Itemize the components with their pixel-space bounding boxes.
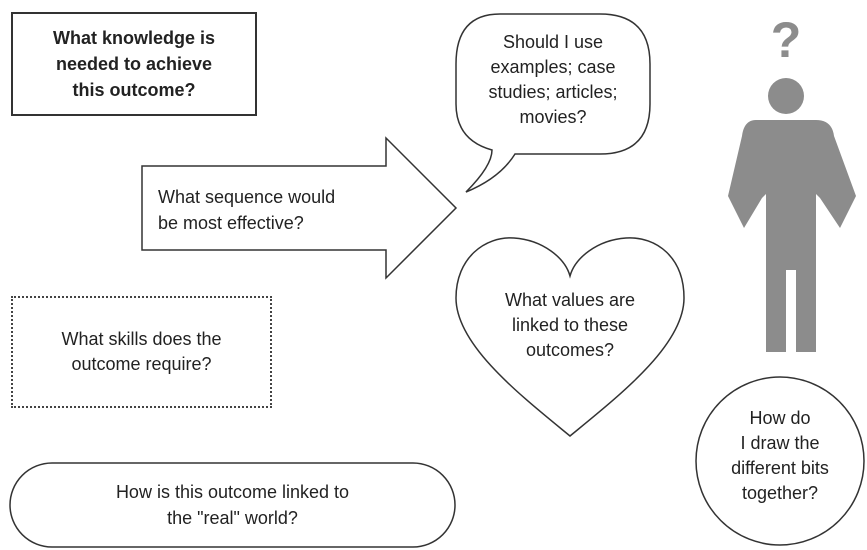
- person-body: [728, 120, 856, 352]
- examples-line: movies?: [519, 107, 587, 127]
- examples-text: Should I use examples; case studies; art…: [465, 30, 641, 130]
- real-world-text: How is this outcome linked to the "real"…: [60, 479, 405, 531]
- values-heart-shape: [455, 237, 685, 437]
- sequence-arrow-shape: [141, 136, 458, 280]
- real-world-line: the "real" world?: [167, 508, 298, 528]
- skills-text: What skills does the outcome require?: [32, 327, 252, 377]
- examples-speech-bubble-shape: [455, 13, 651, 193]
- examples-line: Should I use: [502, 32, 604, 52]
- skills-box: What skills does the outcome require?: [11, 296, 272, 408]
- person-head: [768, 78, 804, 114]
- skills-line: What skills does the: [61, 329, 222, 349]
- values-text: What values are linked to these outcomes…: [475, 288, 665, 363]
- values-line: linked to these: [511, 315, 629, 335]
- question-mark: ?: [770, 12, 802, 68]
- skills-line: outcome require?: [71, 354, 212, 374]
- examples-line: examples; case: [490, 57, 616, 77]
- knowledge-box: What knowledge is needed to achieve this…: [11, 12, 257, 116]
- sequence-text: What sequence would be most effective?: [158, 184, 398, 236]
- draw-together-text: How do I draw the different bits togethe…: [705, 406, 855, 506]
- knowledge-text: What knowledge is needed to achieve this…: [29, 25, 239, 103]
- person-figure: [728, 78, 856, 352]
- real-world-line: How is this outcome linked to: [115, 482, 350, 502]
- sequence-line: What sequence would: [158, 187, 336, 207]
- knowledge-line: What knowledge is: [52, 28, 216, 48]
- draw-together-line: I draw the: [740, 433, 820, 453]
- knowledge-line: this outcome?: [72, 80, 196, 100]
- sequence-line: be most effective?: [158, 213, 304, 233]
- draw-together-circle-shape: [695, 376, 865, 546]
- real-world-pill-shape: [9, 462, 456, 548]
- values-line: outcomes?: [525, 340, 615, 360]
- draw-together-line: together?: [741, 483, 819, 503]
- draw-together-line: How do: [749, 408, 811, 428]
- values-line: What values are: [504, 290, 636, 310]
- examples-line: studies; articles;: [488, 82, 618, 102]
- knowledge-line: needed to achieve: [55, 54, 213, 74]
- draw-together-line: different bits: [731, 458, 829, 478]
